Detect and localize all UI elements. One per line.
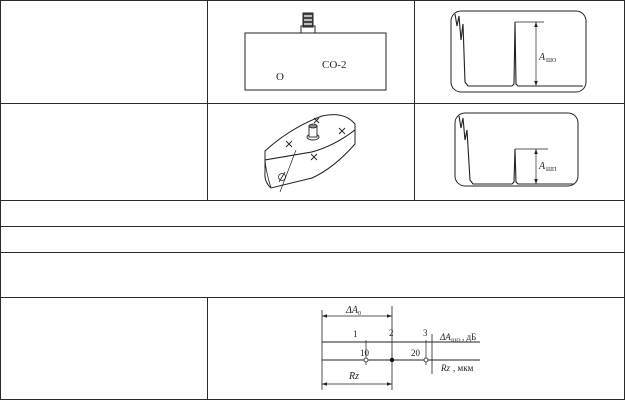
rz-scale-label: Rz <box>440 363 450 373</box>
test-point-mark <box>285 140 293 148</box>
scale-tick-1: 1 <box>353 329 358 339</box>
arrowhead <box>387 382 392 386</box>
delta-a-subscript: 0 <box>358 311 361 317</box>
scale-tick-2: 2 <box>389 328 394 338</box>
arrowhead <box>534 81 538 86</box>
test-point-mark <box>338 127 346 135</box>
rz-value-20: 20 <box>411 348 421 358</box>
amplitude-subscript: ШП <box>546 167 557 173</box>
table-rule <box>0 200 625 201</box>
table-rule <box>0 297 625 298</box>
oscillogram-reference: A ШО <box>450 10 587 93</box>
delta-a-scale-unit: , дБ <box>462 332 476 342</box>
rz-scale-unit: , мкм <box>453 363 474 373</box>
rz-value-10: 10 <box>360 348 370 358</box>
block-label: СО-2 <box>322 59 346 71</box>
test-point-mark <box>310 153 318 161</box>
scale-tick-3: 3 <box>423 328 428 338</box>
calibration-block-diagram: СО-2 О <box>244 12 387 91</box>
table-rule <box>0 103 625 104</box>
nomogram: ΔA 0 1 2 3 ΔA ШО , дБ 10 20 Rz , мкм <box>321 305 480 390</box>
delta-a-scale-label: ΔA <box>439 332 451 342</box>
arrowhead <box>534 149 538 154</box>
transducer-icon <box>306 123 320 141</box>
delta-a-scale-subscript: ШО <box>451 338 461 344</box>
table-rule-top <box>0 0 625 1</box>
arrowhead <box>534 22 538 27</box>
rz-label: Rz <box>348 371 359 382</box>
arrowhead <box>322 382 327 386</box>
transducer-icon <box>300 12 316 34</box>
arrowhead <box>387 314 392 318</box>
arrowhead <box>534 179 538 184</box>
test-point-mark <box>313 117 320 124</box>
scale-point <box>363 357 369 363</box>
echo-signal-trace <box>458 115 574 185</box>
column-divider <box>207 0 208 200</box>
column-divider <box>207 297 208 400</box>
amplitude-label: A <box>538 52 546 63</box>
section-mark <box>278 149 297 193</box>
oscillogram-part: A ШП <box>454 112 579 187</box>
reference-hole-marker: О <box>276 71 284 83</box>
column-divider <box>414 0 415 200</box>
echo-signal-trace <box>454 13 583 87</box>
table-rule <box>0 226 625 227</box>
amplitude-label: A <box>538 161 546 172</box>
amplitude-subscript: ШО <box>546 58 557 64</box>
scale-point <box>423 357 429 363</box>
arrowhead <box>322 314 327 318</box>
test-part-diagram <box>264 114 356 193</box>
scale-point-selected <box>389 357 395 363</box>
table-rule <box>0 252 625 253</box>
delta-a-label: ΔA <box>345 305 359 316</box>
table-rule-left <box>0 0 1 400</box>
